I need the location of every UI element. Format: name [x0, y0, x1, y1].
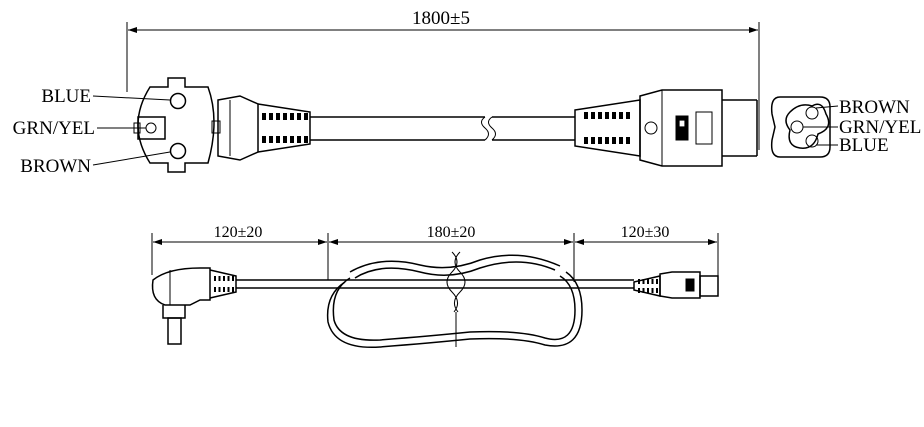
side-plug-rib	[227, 276, 230, 281]
side-connector-rib	[656, 288, 658, 293]
approval-mark-circle	[644, 121, 658, 135]
side-connector-rib	[656, 279, 658, 284]
side-plug-rib	[223, 276, 225, 281]
connector-pin-middle	[790, 120, 804, 134]
plug-relief-rib	[297, 113, 301, 120]
connector-relief-rib	[584, 137, 588, 144]
connector-relief-rib	[598, 112, 602, 119]
plug-relief-rib	[276, 136, 280, 143]
plug-ground-contact	[145, 122, 157, 134]
side-plug-rib	[218, 276, 221, 281]
connector-pin-top	[805, 106, 819, 120]
plug-relief-rib	[283, 136, 287, 143]
cable-side-view	[236, 251, 634, 349]
plug-pin-top	[169, 92, 187, 110]
connector-pin-bottom	[805, 134, 819, 148]
plug-relief-rib	[269, 113, 273, 120]
connector-relief-rib	[612, 137, 616, 144]
connector-relief-rib	[626, 137, 630, 144]
connector-end-length-label: 120±30	[621, 224, 670, 241]
connector-pin-labels: BROWN GRN/YEL BLUE	[803, 97, 921, 156]
connector-relief-rib	[619, 137, 623, 144]
side-connector-rib	[647, 288, 649, 293]
plug-end-length-label: 120±20	[214, 224, 263, 241]
plug-pin-bottom	[169, 142, 187, 160]
side-plug-rib	[232, 287, 234, 292]
cable-top-view	[310, 116, 575, 141]
connector-relief-rib	[598, 137, 602, 144]
side-connector-rib	[638, 279, 640, 284]
side-connector-rib	[651, 288, 654, 293]
side-plug-rib	[218, 287, 221, 292]
connector-side-view	[633, 271, 719, 299]
plug-relief-rib	[262, 113, 266, 120]
plug-pin-labels: BLUE GRN/YEL BROWN	[13, 86, 171, 177]
side-plug-rib	[214, 287, 216, 292]
plug-relief-rib	[290, 136, 294, 143]
plug-relief-rib	[262, 136, 266, 143]
schuko-plug-face	[133, 77, 221, 173]
middle-length-label: 180±20	[427, 224, 476, 241]
side-plug-rib	[232, 276, 234, 281]
plug-relief-rib	[297, 136, 301, 143]
side-plug-rib	[214, 276, 216, 281]
overall-length-dimension: 1800±5	[126, 8, 760, 150]
connector-relief-rib	[591, 137, 595, 144]
plug-pin-bottom-label: BROWN	[20, 156, 91, 177]
connector-pin-top-label: BROWN	[839, 97, 910, 118]
side-plug-rib	[227, 287, 230, 292]
plug-relief-rib	[304, 113, 308, 120]
c5-connector-body	[574, 89, 758, 167]
connector-relief-rib	[605, 112, 609, 119]
plug-relief-rib	[304, 136, 308, 143]
connector-relief-rib	[612, 112, 616, 119]
side-connector-rib	[642, 288, 645, 293]
connector-pin-bottom-label: BLUE	[839, 135, 889, 156]
side-plug-rib	[223, 287, 225, 292]
plug-relief-rib	[283, 113, 287, 120]
connector-relief-rib	[619, 112, 623, 119]
plug-pin-top-label: BLUE	[41, 86, 91, 107]
overall-length-label: 1800±5	[412, 8, 470, 29]
connector-relief-rib	[605, 137, 609, 144]
side-connector-rib	[642, 279, 645, 284]
segment-dimensions: 120±20 180±20 120±30	[151, 224, 719, 282]
plug-relief-rib	[290, 113, 294, 120]
plug-strain-relief	[217, 95, 311, 161]
side-connector-rib	[647, 279, 649, 284]
side-connector-rib	[638, 288, 640, 293]
connector-relief-rib	[626, 112, 630, 119]
plug-relief-rib	[276, 113, 280, 120]
connector-relief-rib	[584, 112, 588, 119]
plug-side-view	[151, 267, 237, 345]
connector-pin-middle-label: GRN/YEL	[839, 117, 921, 138]
plug-relief-rib	[269, 136, 273, 143]
connector-relief-rib	[591, 112, 595, 119]
side-connector-rib	[651, 279, 654, 284]
plug-pin-middle-label: GRN/YEL	[13, 118, 95, 139]
